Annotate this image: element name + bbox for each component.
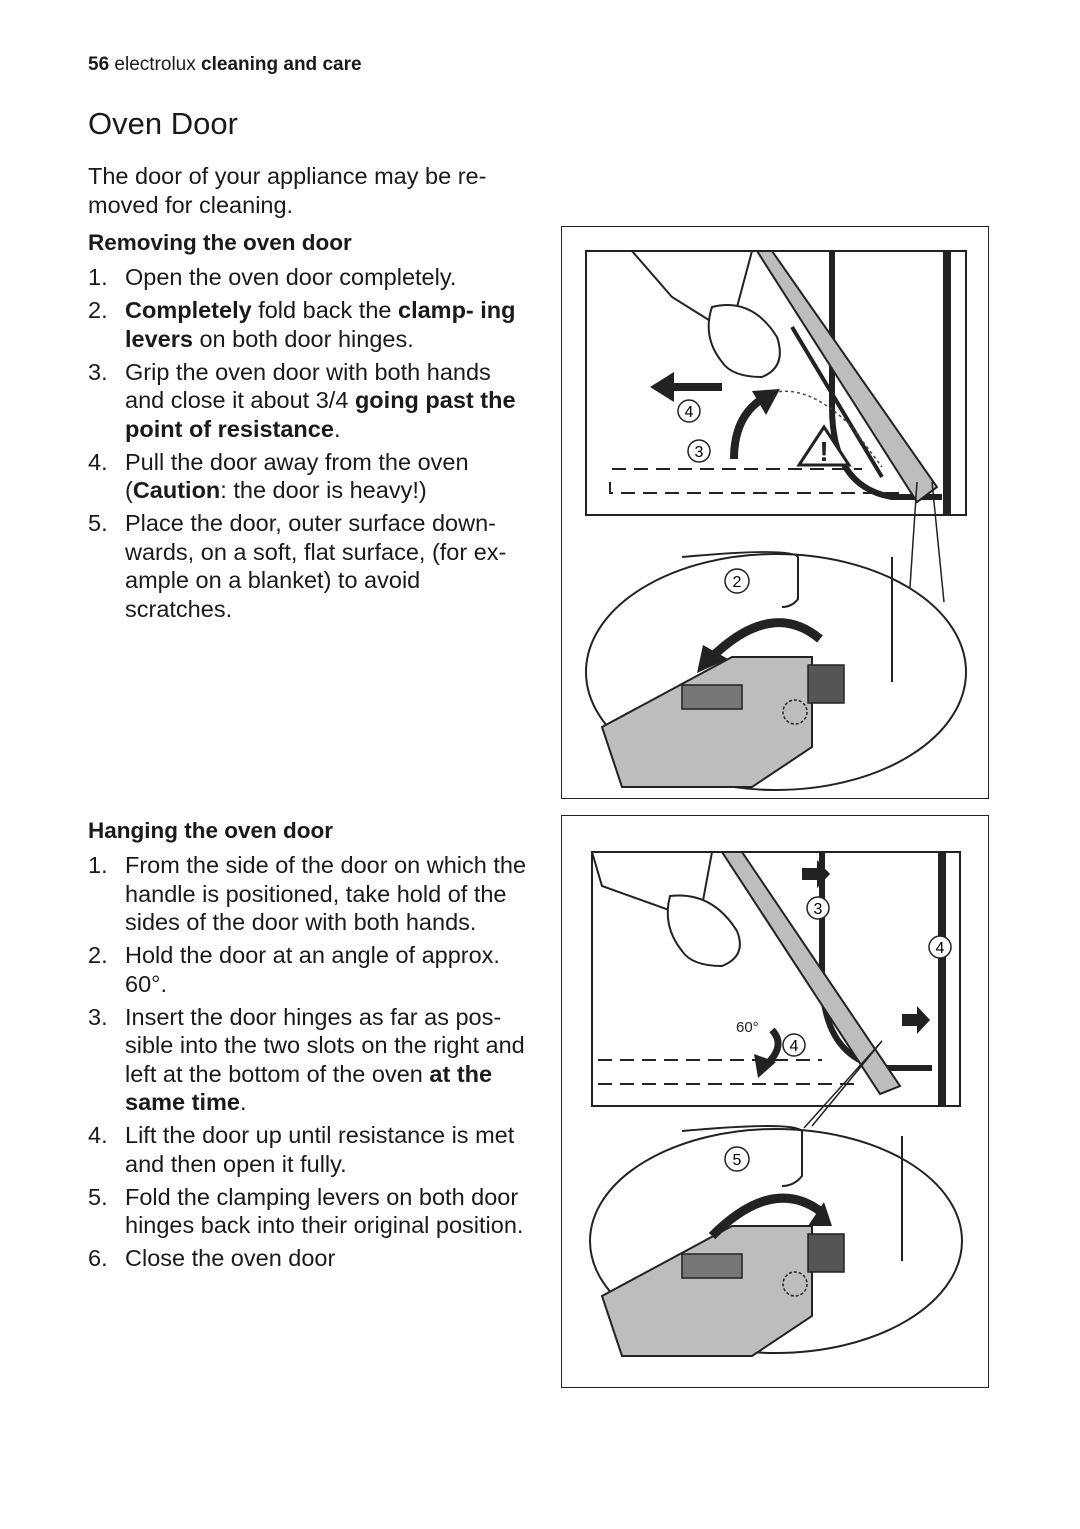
hanging-steps: 1.From the side of the door on which the…: [88, 851, 528, 1273]
figure-label: 4: [790, 1038, 799, 1055]
warning-icon: !: [819, 436, 828, 467]
list-item: 1.Open the oven door completely.: [88, 264, 457, 290]
brand-name: electrolux: [114, 54, 196, 75]
angle-label: 60°: [736, 1019, 759, 1036]
list-item: 2.Hold the door at an angle of approx. 6…: [88, 942, 500, 997]
removing-heading: Removing the oven door: [88, 230, 352, 255]
list-item: 5.Place the door, outer surface down- wa…: [88, 510, 507, 622]
hanging-section: Hanging the oven door 1.From the side of…: [88, 817, 528, 1277]
list-item: 4.Lift the door up until resistance is m…: [88, 1122, 515, 1177]
removing-illustration-svg: ! 4 3 2: [585, 250, 967, 791]
figure-label: 4: [685, 404, 694, 421]
list-item: 1.From the side of the door on which the…: [88, 852, 527, 935]
hanging-heading: Hanging the oven door: [88, 818, 333, 843]
figure-label: 3: [814, 901, 823, 918]
list-item: 3.Grip the oven door with both hands and…: [88, 358, 516, 442]
hanging-illustration: 60° 3 4 4 5: [561, 815, 989, 1388]
list-item: 3.Insert the door hinges as far as pos- …: [88, 1003, 525, 1116]
figure-label: 5: [733, 1152, 742, 1169]
removing-illustration: ! 4 3 2: [561, 226, 989, 799]
figure-label: 4: [936, 940, 945, 957]
page-title: Oven Door: [88, 106, 238, 141]
section-name: cleaning and care: [201, 54, 362, 75]
figure-label: 3: [695, 444, 704, 461]
hanging-illustration-svg: 60° 3 4 4 5: [589, 851, 963, 1357]
removing-section: Removing the oven door 1.Open the oven d…: [88, 229, 528, 628]
removing-steps: 1.Open the oven door completely. 2.Compl…: [88, 263, 528, 623]
list-item: 5.Fold the clamping levers on both door …: [88, 1183, 524, 1239]
list-item: 2.Completely fold back the clamp- ing le…: [88, 297, 516, 352]
page-number: 56: [88, 54, 110, 75]
list-item: 4.Pull the door away from the oven (Caut…: [88, 448, 469, 504]
list-item: 6.Close the oven door: [88, 1245, 336, 1271]
page-header: 56 electrolux cleaning and care: [88, 54, 362, 76]
figure-label: 2: [733, 574, 742, 591]
intro-text: The door of your appliance may be re- mo…: [88, 163, 487, 218]
